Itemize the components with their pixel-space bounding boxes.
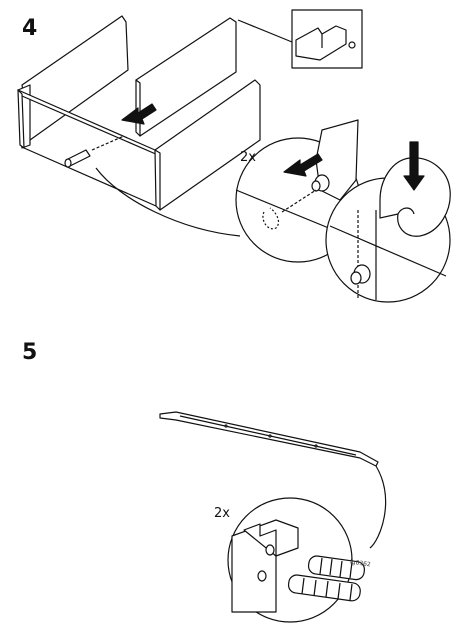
quantity-label-step-5: 2x (214, 506, 230, 521)
fluted-dowel-1 (307, 555, 366, 581)
drawer-frame (17, 15, 261, 211)
quantity-label-step-4: 2x (240, 150, 256, 165)
hand-illustration (379, 157, 451, 237)
arrow-press-down (403, 141, 425, 191)
arrow-push-dowel (283, 153, 323, 177)
magnifier-detail-right (325, 157, 451, 303)
step-number-5: 5 (22, 340, 38, 365)
dowel (64, 149, 91, 168)
detail-callout (237, 9, 363, 69)
rail-end-block (231, 519, 299, 613)
arrow-push-left (121, 103, 157, 125)
back-panel (21, 15, 129, 141)
step-number-4: 4 (22, 16, 38, 41)
fluted-dowel-2 (287, 574, 361, 602)
drawer-rail (159, 411, 379, 467)
